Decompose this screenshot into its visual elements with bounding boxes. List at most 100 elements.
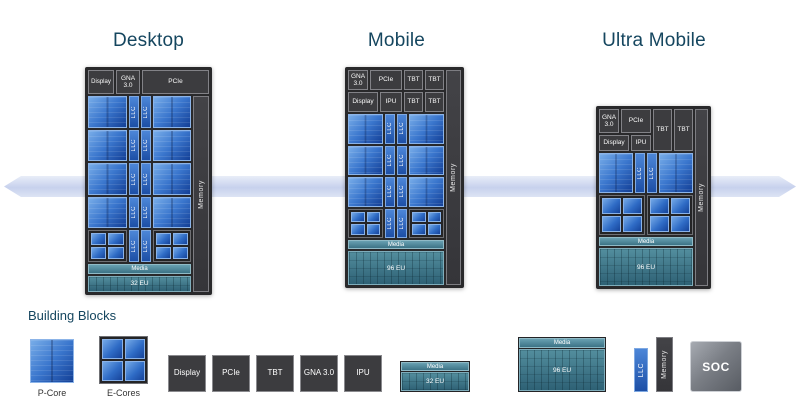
legend-llc-block: LLC xyxy=(634,348,648,392)
llc-slice: LLC xyxy=(140,163,151,195)
ipu-block: IPU xyxy=(380,92,402,112)
media-block: Media xyxy=(348,240,444,249)
mobile-die: GNA 3.0 PCIe TBT TBT Display IPU TBT TBT… xyxy=(345,67,464,288)
e-core-tile xyxy=(351,211,365,223)
gpu-32eu-block: 32 EU xyxy=(88,275,191,292)
legend-ipu-block: IPU xyxy=(344,355,382,392)
llc-slice: LLC xyxy=(397,177,407,207)
ultra-io-left-column: GNA 3.0 PCIe Display IPU xyxy=(599,109,651,152)
e-core-tile xyxy=(91,247,107,259)
ultra-mobile-title: Ultra Mobile xyxy=(602,30,706,51)
pcie-block: PCIe xyxy=(621,109,651,133)
llc-slice: LLC xyxy=(385,177,395,207)
ultra-mobile-die: GNA 3.0 PCIe Display IPU TBT TBT LLC LL xyxy=(596,106,711,289)
llc-slice: LLC xyxy=(128,196,139,229)
llc-slice: LLC xyxy=(140,129,151,162)
legend-e-cores-label: E-Cores xyxy=(106,388,140,398)
memory-strip: Memory xyxy=(446,70,461,285)
tbt-block: TBT xyxy=(425,70,444,90)
llc-slice: LLC xyxy=(397,145,407,175)
desktop-die: Display GNA 3.0 PCIe LLC LLC LLC LLC xyxy=(85,67,212,295)
legend-media-32eu-block: Media 32 EU xyxy=(400,361,470,392)
e-core-tile xyxy=(427,211,441,223)
llc-slice: LLC xyxy=(140,196,151,229)
legend-display-block: Display xyxy=(168,355,206,392)
e-core-cluster xyxy=(348,208,383,238)
media-strip-label: Media xyxy=(519,338,605,348)
memory-strip: Memory xyxy=(695,109,708,286)
legend-e-cores-block xyxy=(99,336,148,384)
tbt-block: TBT xyxy=(653,109,672,151)
display-block: Display xyxy=(599,134,629,152)
p-core-block xyxy=(88,96,127,128)
p-core-block xyxy=(88,163,127,195)
tbt-block: TBT xyxy=(674,109,693,151)
e-core-tile xyxy=(623,198,642,214)
e-core-tile xyxy=(108,233,124,246)
llc-slice: LLC xyxy=(140,96,151,128)
e-core-tile xyxy=(602,216,621,232)
e-core-tile xyxy=(155,247,171,259)
legend-memory-block: Memory xyxy=(656,337,673,392)
p-core-block xyxy=(152,96,191,128)
e-core-tile xyxy=(650,216,669,232)
media-strip-label: Media xyxy=(401,362,469,371)
tbt-block: TBT xyxy=(404,70,423,90)
llc-slice: LLC xyxy=(385,114,395,144)
legend-heading: Building Blocks xyxy=(28,308,117,323)
p-core-block xyxy=(152,129,191,162)
llc-slice: LLC xyxy=(647,153,657,193)
llc-slice: LLC xyxy=(385,145,395,175)
llc-slice: LLC xyxy=(397,208,407,238)
gna-block: GNA 3.0 xyxy=(599,109,619,133)
media-block: Media xyxy=(88,263,191,274)
p-core-block xyxy=(348,145,383,175)
llc-slice: LLC xyxy=(385,208,395,238)
p-core-block xyxy=(409,145,444,175)
e-core-tile xyxy=(412,211,426,223)
e-core-tile xyxy=(108,247,124,259)
llc-slice: LLC xyxy=(128,230,139,262)
p-core-block xyxy=(348,114,383,144)
e-core-tile xyxy=(366,224,380,235)
p-core-block xyxy=(88,129,127,162)
pcie-block: PCIe xyxy=(370,70,402,90)
p-core-block xyxy=(348,177,383,207)
legend-32eu-area: 32 EU xyxy=(401,372,469,391)
ipu-block: IPU xyxy=(631,134,651,152)
e-core-tile xyxy=(124,361,145,381)
e-core-tile xyxy=(155,233,171,246)
legend-soc-block: SOC xyxy=(690,341,742,392)
e-core-cluster xyxy=(599,195,645,235)
gna-block: GNA 3.0 xyxy=(348,70,368,90)
legend-media-96eu-block: Media 96 EU xyxy=(518,337,606,392)
tbt-block: TBT xyxy=(404,92,423,112)
e-core-tile xyxy=(172,233,188,246)
p-core-block xyxy=(152,163,191,195)
pcie-block: PCIe xyxy=(142,70,209,94)
e-core-tile xyxy=(623,216,642,232)
llc-slice: LLC xyxy=(128,163,139,195)
e-core-tile xyxy=(366,211,380,223)
llc-slice: LLC xyxy=(140,230,151,262)
media-block: Media xyxy=(599,237,693,246)
llc-slice: LLC xyxy=(128,129,139,162)
e-core-cluster xyxy=(409,208,444,238)
mobile-title: Mobile xyxy=(367,30,426,51)
e-core-cluster xyxy=(647,195,693,235)
e-core-tile xyxy=(671,198,690,214)
e-core-tile xyxy=(602,198,621,214)
desktop-title: Desktop xyxy=(112,30,185,51)
gpu-96eu-block: 96 EU xyxy=(348,251,444,285)
e-core-tile xyxy=(412,224,426,235)
e-core-tile xyxy=(102,339,123,359)
legend-96eu-area: 96 EU xyxy=(519,349,605,391)
display-block: Display xyxy=(348,92,378,112)
e-core-tile xyxy=(427,224,441,235)
legend-p-core-label: P-Core xyxy=(37,388,67,398)
e-core-tile xyxy=(172,247,188,259)
display-block: Display xyxy=(88,70,114,94)
legend-tbt-block: TBT xyxy=(256,355,294,392)
e-core-tile xyxy=(351,224,365,235)
